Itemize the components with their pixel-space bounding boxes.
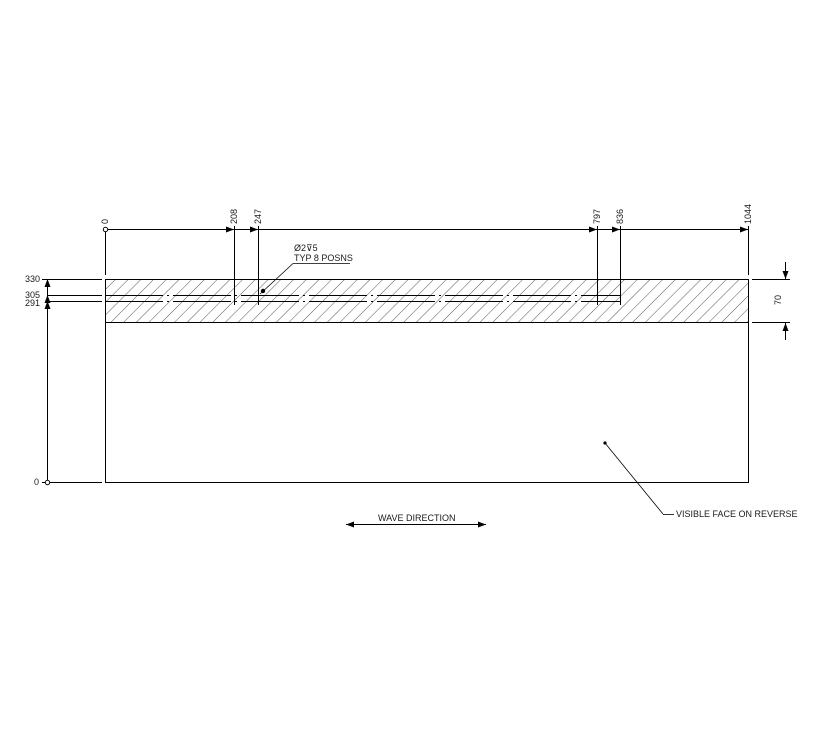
hole-note-count: TYP 8 POSNS	[294, 253, 353, 263]
dim-label-291: 291	[25, 298, 41, 308]
hatched-band	[106, 279, 748, 322]
hole-note-leader	[259, 263, 350, 295]
wave-direction-label: WAVE DIRECTION	[378, 513, 456, 523]
hole-extension-lines	[105, 226, 749, 305]
hole-row-lines	[48, 295, 620, 302]
band-dimension	[752, 262, 790, 340]
dim-label-797: 797	[592, 208, 602, 224]
top-dimension-line	[102, 226, 748, 233]
left-dimension-line	[42, 279, 102, 486]
dim-label-247: 247	[253, 208, 263, 224]
panel-outline	[105, 279, 749, 483]
dim-label-zero: 0	[34, 477, 40, 487]
dim-label-1044: 1044	[743, 203, 753, 224]
dim-label-305: 305	[25, 290, 41, 300]
dim-label-330: 330	[25, 274, 41, 284]
dim-label-836: 836	[615, 208, 625, 224]
dim-label-0: 0	[100, 218, 110, 224]
dim-label-208: 208	[229, 208, 239, 224]
dim-label-70: 70	[773, 294, 783, 305]
face-note-leader	[603, 441, 674, 515]
hole-note-size: Ø2⊽5	[294, 243, 318, 253]
visible-face-note: VISIBLE FACE ON REVERSE	[676, 509, 798, 519]
